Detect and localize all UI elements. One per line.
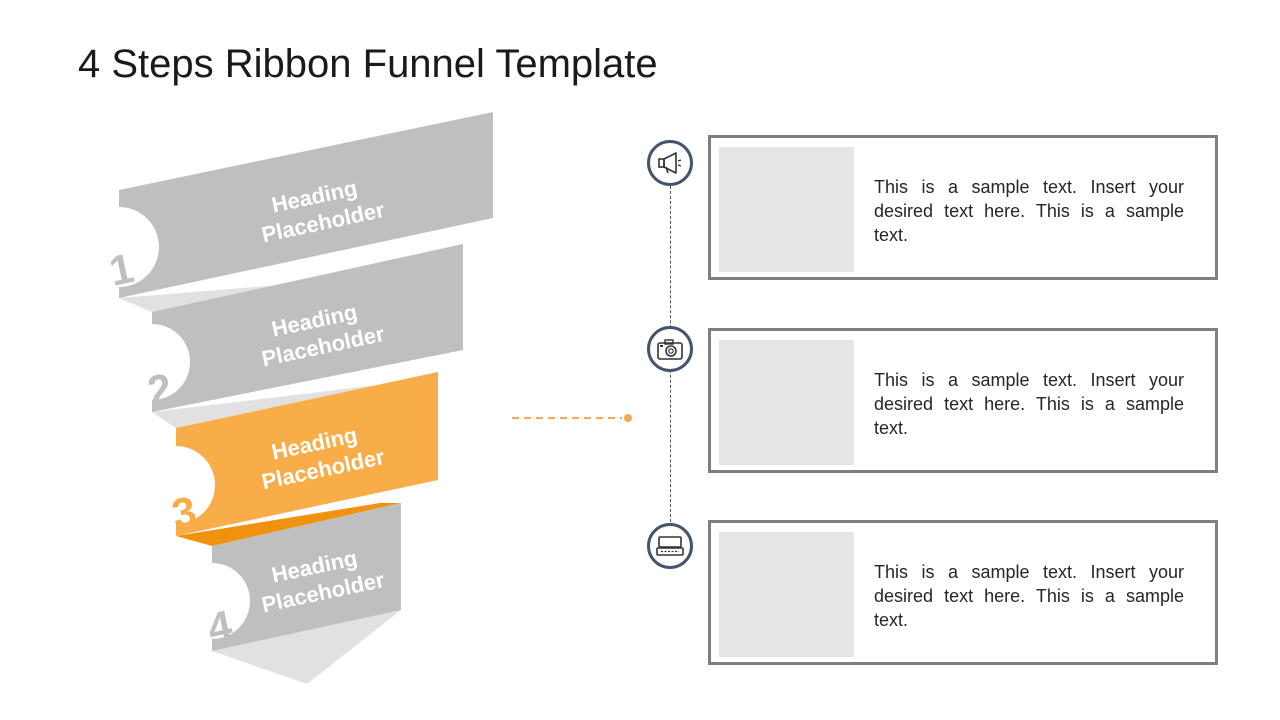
- ribbon-tail-4: [212, 610, 401, 684]
- ribbon-3: [176, 372, 438, 536]
- info-card-3[interactable]: This is a sample text. Insert your desir…: [708, 520, 1218, 665]
- funnel-step-4[interactable]: 4 Heading Placeholder: [174, 503, 401, 652]
- camera-icon[interactable]: [647, 326, 693, 372]
- ribbon-2: [152, 244, 463, 412]
- funnel-step-1[interactable]: 1 Heading Placeholder: [79, 112, 493, 298]
- ribbon-1: [119, 112, 493, 298]
- funnel-step-3[interactable]: 3 Heading Placeholder: [137, 372, 438, 538]
- ribbon-fold-3: [176, 503, 401, 546]
- card-text-3[interactable]: This is a sample text. Insert your desir…: [874, 562, 1184, 630]
- ribbon-funnel: 1 Heading Placeholder 2 Heading Placehol…: [79, 112, 632, 684]
- info-card-2[interactable]: This is a sample text. Insert your desir…: [708, 328, 1218, 473]
- step-connector-dot: [624, 414, 632, 422]
- ribbon-4: [212, 503, 401, 651]
- funnel-step-2[interactable]: 2 Heading Placeholder: [114, 244, 463, 415]
- ribbon-fold-2: [152, 372, 438, 428]
- slide-title[interactable]: 4 Steps Ribbon Funnel Template: [78, 42, 658, 86]
- image-placeholder-3[interactable]: [719, 532, 854, 657]
- megaphone-icon[interactable]: [647, 140, 693, 186]
- notch-2: [114, 324, 190, 400]
- image-placeholder-2[interactable]: [719, 340, 854, 465]
- card-text-2[interactable]: This is a sample text. Insert your desir…: [874, 370, 1184, 438]
- camera-icon-glyph: [657, 339, 683, 360]
- notch-1: [79, 207, 159, 287]
- card-text-1[interactable]: This is a sample text. Insert your desir…: [874, 177, 1184, 245]
- keyboard-computer-icon-glyph: [656, 536, 684, 556]
- notch-3: [137, 446, 215, 524]
- image-placeholder-1[interactable]: [719, 147, 854, 272]
- keyboard-computer-icon[interactable]: [647, 523, 693, 569]
- info-card-1[interactable]: This is a sample text. Insert your desir…: [708, 135, 1218, 280]
- megaphone-icon-glyph: [658, 152, 682, 174]
- notch-4: [174, 563, 250, 639]
